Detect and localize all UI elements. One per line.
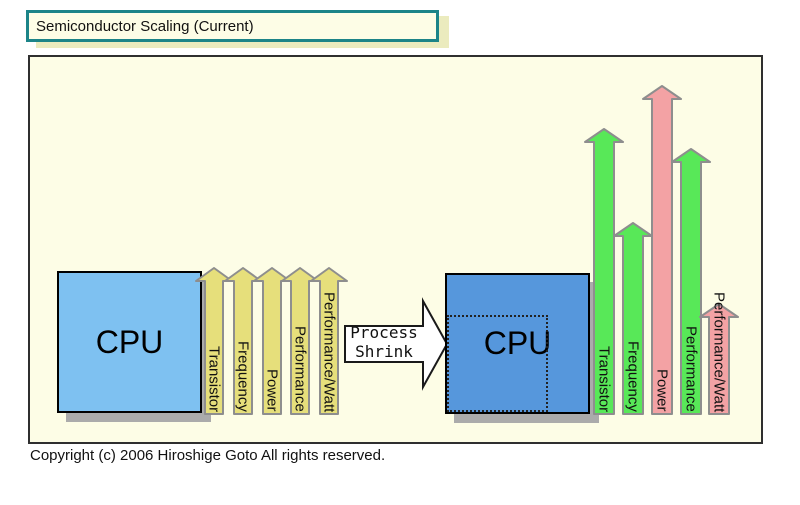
after-arrow-transistor: Transistor	[584, 128, 624, 415]
before-arrow-performance: Performance	[281, 267, 319, 415]
after-arrow-frequency-label: Frequency	[624, 341, 642, 412]
cpu-after-label: CPU	[483, 325, 552, 361]
process-shrink-text: Process Shrink	[346, 323, 422, 361]
process-shrink-line1: Process	[350, 323, 418, 342]
right-arrow-icon	[344, 297, 449, 391]
before-arrow-frequency: Frequency	[224, 267, 262, 415]
up-arrow-icon	[671, 148, 711, 415]
after-arrow-transistor-label: Transistor	[595, 345, 613, 412]
after-arrow-performance-watt: Performance/Watt	[699, 292, 739, 415]
process-shrink-line2: Shrink	[355, 342, 413, 361]
before-arrow-performance-label: Performance	[291, 326, 309, 412]
before-arrow-power-label: Power	[263, 369, 281, 412]
cpu-block-before: CPU	[57, 271, 202, 413]
before-arrow-performance-watt-label: Performance/Watt	[320, 291, 338, 412]
after-arrow-performance: Performance	[671, 148, 711, 415]
cpu-before-label: CPU	[95, 323, 164, 360]
process-shrink-arrow	[344, 297, 449, 391]
after-arrow-performance-label: Performance	[682, 326, 700, 412]
diagram-title-box: Semiconductor Scaling (Current)	[26, 10, 439, 42]
after-arrow-performance-watt-label: Performance/Watt	[710, 291, 728, 412]
diagram-title: Semiconductor Scaling (Current)	[36, 17, 254, 35]
after-arrow-power: Power	[642, 85, 682, 415]
copyright-text: Copyright (c) 2006 Hiroshige Goto All ri…	[30, 447, 386, 464]
up-arrow-icon	[642, 85, 682, 415]
before-arrow-performance-watt: Performance/Watt	[310, 267, 348, 415]
after-arrow-frequency: Frequency	[613, 222, 653, 415]
after-arrow-power-label: Power	[653, 369, 671, 412]
up-arrow-icon	[310, 267, 348, 415]
cpu-block-after: CPU	[445, 273, 590, 414]
before-arrow-transistor-label: Transistor	[205, 345, 223, 412]
up-arrow-icon	[699, 303, 739, 415]
before-arrow-frequency-label: Frequency	[234, 341, 252, 412]
up-arrow-icon	[584, 128, 624, 415]
shrunk-die-outline	[447, 315, 548, 412]
up-arrow-icon	[613, 222, 653, 415]
